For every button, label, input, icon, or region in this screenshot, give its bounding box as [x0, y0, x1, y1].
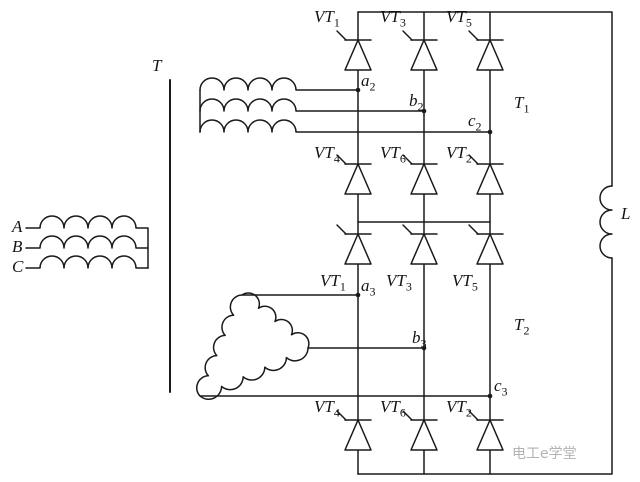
- label-b1-vt6: VT6: [380, 143, 406, 166]
- primary-windings: [25, 215, 149, 269]
- thyristor-b1-vt2: [468, 154, 504, 195]
- label-phase-a: A: [12, 217, 23, 236]
- label-node-b3: b3: [412, 328, 427, 351]
- label-b2-vt4: VT4: [314, 397, 340, 420]
- thyristor-b1-vt1: [336, 30, 372, 71]
- label-b2-vt3: VT3: [386, 271, 412, 294]
- label-bridge2-name: T2: [514, 315, 530, 338]
- label-b1-vt3: VT3: [380, 7, 406, 30]
- thyristor-b2-vt4: [336, 410, 372, 451]
- inductor-coil: [599, 185, 613, 259]
- thyristor-b2-vt2: [468, 410, 504, 451]
- label-b2-vt5: VT5: [452, 271, 478, 294]
- thyristor-b2-vt1: [336, 224, 372, 265]
- thyristor-b2-vt5: [468, 224, 504, 265]
- label-b1-vt1: VT1: [314, 7, 340, 30]
- dc-bus-and-load-loop: [357, 11, 613, 475]
- label-node-c2: c2: [468, 111, 482, 134]
- thyristor-b1-vt4: [336, 154, 372, 195]
- star-secondary-winding: [199, 77, 491, 133]
- watermark-text: 电工e学堂: [512, 446, 577, 462]
- thyristor-b1-vt5: [468, 30, 504, 71]
- label-b2-vt6: VT6: [380, 397, 406, 420]
- label-b1-vt5: VT5: [446, 7, 472, 30]
- junction-dots: [355, 87, 493, 399]
- label-node-c3: c3: [494, 376, 508, 399]
- label-b2-vt1: VT1: [320, 271, 346, 294]
- label-node-a3: a3: [361, 276, 376, 299]
- label-inductor: L: [621, 204, 631, 223]
- thyristor-b1-vt6: [402, 154, 438, 195]
- delta-secondary-winding: [196, 292, 491, 400]
- label-phase-b: B: [12, 237, 23, 256]
- label-b1-vt2: VT2: [446, 143, 472, 166]
- thyristor-b1-vt3: [402, 30, 438, 71]
- thyristor-b2-vt3: [402, 224, 438, 265]
- label-b1-vt4: VT4: [314, 143, 340, 166]
- label-transformer: T: [152, 56, 162, 75]
- label-phase-c: C: [12, 257, 24, 276]
- thyristor-b2-vt6: [402, 410, 438, 451]
- label-b2-vt2: VT2: [446, 397, 472, 420]
- label-node-b2: b2: [409, 91, 424, 114]
- label-bridge1-name: T1: [514, 93, 530, 116]
- label-node-a2: a2: [361, 71, 376, 94]
